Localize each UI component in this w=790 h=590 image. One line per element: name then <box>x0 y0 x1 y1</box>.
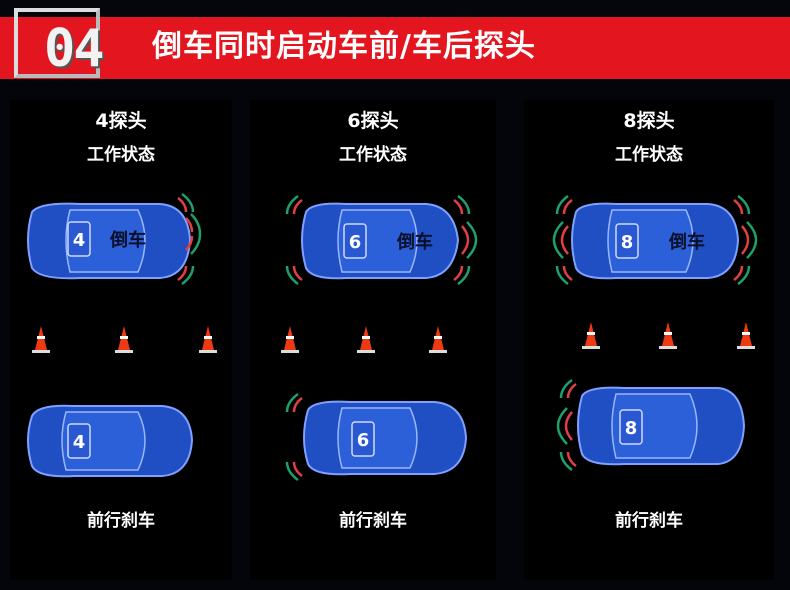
cone-icon <box>582 322 600 349</box>
panel-4-probes: 4探头 工作状态 4 倒车 4 前行刹车 <box>10 100 232 580</box>
reverse-label: 倒车 <box>668 231 705 253</box>
header-red-bar <box>0 17 790 79</box>
forward-car: 4 <box>27 404 194 478</box>
car-badge: 4 <box>73 432 86 453</box>
panel-6-probes: 6探头 工作状态 6 倒车 6 <box>250 100 496 580</box>
state-label: 工作状态 <box>87 145 155 165</box>
section-title: 倒车同时启动车前/车后探头 <box>152 29 536 64</box>
cone-icon <box>115 326 133 353</box>
reverse-label: 倒车 <box>396 231 433 253</box>
reverse-label: 倒车 <box>109 229 146 251</box>
probe-count-label: 6探头 <box>347 110 399 132</box>
panel-graphics: 8 倒车 8 <box>552 194 758 472</box>
car-badge: 8 <box>621 232 634 253</box>
cone-icon <box>32 326 50 353</box>
reverse-car: 4 倒车 <box>27 192 202 286</box>
cone-icon <box>737 322 755 349</box>
brake-label: 前行刹车 <box>339 511 407 531</box>
car-badge: 6 <box>349 232 362 253</box>
cone-icon <box>281 326 299 353</box>
traffic-cones <box>32 326 217 353</box>
brake-label: 前行刹车 <box>87 511 155 531</box>
state-label: 工作状态 <box>339 145 407 165</box>
forward-car: 6 <box>285 392 468 482</box>
cone-icon <box>659 322 677 349</box>
forward-car: 8 <box>556 378 746 472</box>
reverse-car: 8 倒车 <box>552 194 758 286</box>
panel-graphics: 6 倒车 6 <box>281 194 478 482</box>
traffic-cones <box>281 326 447 353</box>
cone-icon <box>199 326 217 353</box>
section-number-frame <box>14 8 100 78</box>
brake-label: 前行刹车 <box>615 511 683 531</box>
state-label: 工作状态 <box>615 145 683 165</box>
panel-8-probes: 8探头 工作状态 8 倒车 <box>524 100 774 580</box>
probe-count-label: 8探头 <box>623 110 675 132</box>
car-badge: 8 <box>625 418 638 439</box>
cone-icon <box>357 326 375 353</box>
probe-count-label: 4探头 <box>95 110 147 132</box>
reverse-car: 6 倒车 <box>285 194 478 286</box>
panel-graphics: 4 倒车 4 <box>27 192 217 478</box>
cone-icon <box>429 326 447 353</box>
car-badge: 4 <box>73 230 86 251</box>
section-number: 04 <box>44 19 105 79</box>
car-badge: 6 <box>357 430 370 451</box>
traffic-cones <box>582 322 755 349</box>
header-banner: 04 倒车同时启动车前/车后探头 <box>0 0 790 80</box>
